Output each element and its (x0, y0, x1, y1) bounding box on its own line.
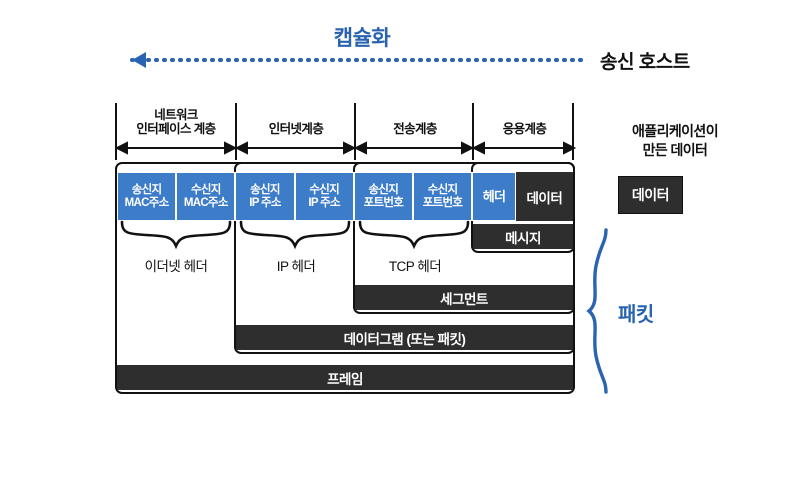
layer-label-internet: 인터넷계층 (238, 122, 354, 136)
layer-label-application-line1: 응용계층 (502, 122, 547, 136)
layer-label-transport-line1: 전송계층 (393, 122, 437, 136)
field-cells-row: 송신지 MAC주소 수신지 MAC주소 송신지 IP 주소 수신지 IP 주소 (117, 172, 573, 221)
diagram-title: 캡슐화 (333, 27, 391, 50)
field-cell-dst-ip-line1: 수신지 (309, 183, 339, 196)
brace-tcp-header (358, 220, 470, 250)
field-cell-src-ip-line2: IP 주소 (249, 196, 281, 209)
label-ethernet-header: 이더넷 헤더 (144, 259, 208, 274)
layer-span-arrows (114, 141, 577, 155)
field-cell-app-data: 데이터 (515, 172, 573, 221)
field-cell-dst-mac-line1: 수신지 (190, 183, 221, 196)
divider-transport-application (472, 103, 474, 160)
pdu-bar-message: 메시지 (473, 224, 573, 249)
divider-right-edge (572, 103, 574, 160)
packet-label: 패킷 (618, 304, 654, 326)
layer-label-network-interface-line2: 인터페이스 계층 (136, 122, 216, 136)
label-tcp-header: TCP 헤더 (388, 259, 442, 274)
field-cell-dst-port: 수신지 포트번호 (412, 172, 473, 221)
application-data-note-line1: 애플리케이션이 (632, 123, 719, 139)
sending-host-label: 송신 호스트 (600, 52, 690, 73)
brace-ip-header (239, 220, 351, 250)
application-data-note-line2: 만든 데이터 (642, 142, 708, 158)
field-cell-dst-mac: 수신지 MAC주소 (176, 172, 236, 221)
layer-label-network-interface: 네트워크 인터페이스 계층 (118, 108, 234, 136)
layer-label-transport: 전송계층 (357, 122, 473, 136)
encapsulation-direction-arrow (130, 52, 590, 68)
divider-left-edge (115, 103, 117, 160)
pdu-bar-datagram: 데이터그램 (또는 패킷) (236, 325, 573, 350)
application-data-note: 애플리케이션이 만든 데이터 (595, 122, 755, 160)
field-cell-dst-ip: 수신지 IP 주소 (294, 172, 354, 221)
packet-brace (586, 228, 608, 394)
field-cell-src-port-line2: 포트번호 (363, 196, 404, 209)
field-cell-app-header: 헤더 (472, 172, 516, 221)
field-cell-src-port: 송신지 포트번호 (353, 172, 413, 221)
divider-netif-internet (235, 103, 237, 160)
layer-label-internet-line1: 인터넷계층 (268, 122, 324, 136)
field-cell-dst-port-line2: 포트번호 (422, 196, 463, 209)
field-cell-src-mac: 송신지 MAC주소 (117, 172, 177, 221)
brace-ethernet-header (120, 220, 232, 250)
pdu-bar-frame: 프레임 (117, 365, 573, 390)
field-cell-src-ip-line1: 송신지 (250, 183, 280, 196)
application-data-box: 데이터 (618, 176, 683, 214)
field-cell-src-mac-line1: 송신지 (131, 183, 162, 196)
field-cell-src-port-line1: 송신지 (368, 183, 399, 196)
pdu-bar-segment: 세그먼트 (355, 285, 573, 310)
label-ip-header: IP 헤더 (276, 259, 316, 274)
field-cell-dst-port-line1: 수신지 (427, 183, 458, 196)
field-cell-src-ip: 송신지 IP 주소 (235, 172, 295, 221)
layer-label-application: 응용계층 (475, 122, 574, 136)
field-cell-src-mac-line2: MAC주소 (124, 196, 170, 209)
field-cell-dst-mac-line2: MAC주소 (183, 196, 229, 209)
field-cell-dst-ip-line2: IP 주소 (308, 196, 340, 209)
divider-internet-transport (354, 103, 356, 160)
layer-label-network-interface-line1: 네트워크 (154, 108, 198, 122)
